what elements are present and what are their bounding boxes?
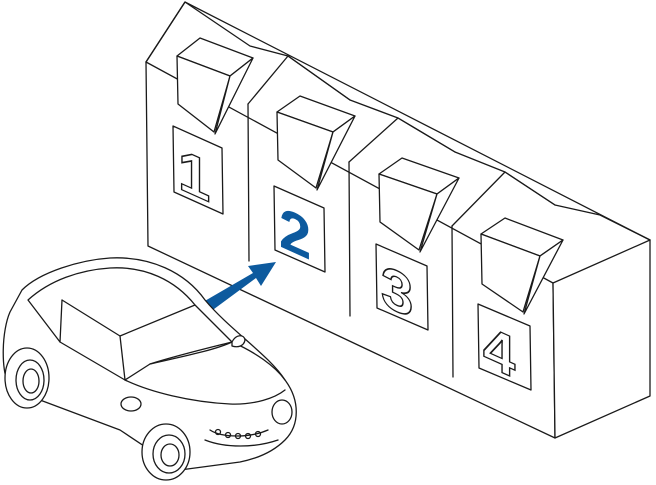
garage-icon — [145, 1, 651, 439]
roof-bump-4 — [451, 171, 556, 227]
bay-hood-2 — [276, 95, 356, 191]
bay-sign-2: 2 — [273, 185, 326, 273]
car-grille-dot-3 — [234, 432, 242, 440]
car-bumper-line — [204, 439, 279, 447]
bay-number-1: 1 — [178, 136, 210, 215]
bay-sign-4: 4 — [477, 303, 532, 392]
bay-number-4: 4 — [483, 312, 515, 391]
car-pillar-1 — [59, 299, 63, 343]
roof-bump-2 — [247, 55, 351, 105]
bay-divider-2 — [348, 161, 351, 317]
bay-sign-3: 3 — [375, 243, 429, 332]
garage-side-face — [552, 239, 651, 439]
car-roof-line — [61, 299, 121, 337]
car-grille-top — [209, 429, 269, 437]
car-icon — [2, 257, 297, 481]
car-wheel-rear — [4, 347, 50, 409]
car-side-mirror — [231, 335, 246, 348]
bay-number-3: 3 — [381, 252, 413, 331]
bay-hoods — [176, 37, 564, 315]
bay-sign-1: 1 — [172, 125, 224, 216]
car-grille-dot-5 — [254, 430, 262, 438]
bay-number-2: 2 — [279, 194, 311, 273]
bay-divider-3 — [451, 225, 454, 378]
car-grille-dot-1 — [214, 428, 222, 436]
bay-divider-1 — [247, 103, 250, 262]
roof-bump-3 — [348, 117, 456, 163]
bay-hood-3 — [378, 157, 460, 253]
car-grille-dot-4 — [244, 432, 252, 440]
car-window-frame — [27, 267, 233, 381]
bay-hood-4 — [480, 217, 564, 315]
car-wheel-front — [141, 423, 191, 481]
car-headlight-right — [271, 399, 293, 425]
car-headlight-left — [120, 396, 142, 412]
car-grille-dot-2 — [224, 431, 232, 439]
bay-hood-1 — [176, 37, 254, 135]
car-hood-edge — [124, 379, 286, 405]
arrow-up-right-icon — [203, 262, 276, 312]
